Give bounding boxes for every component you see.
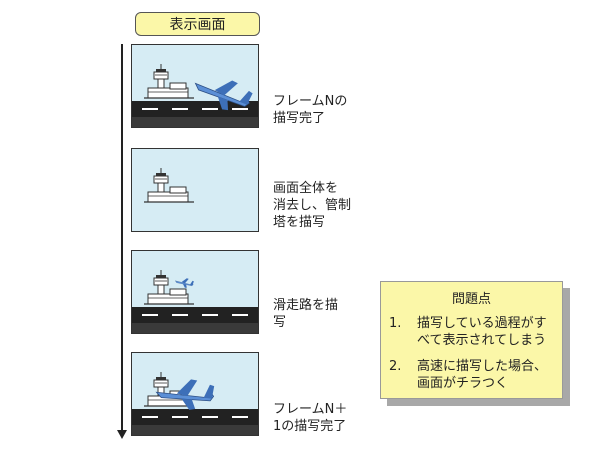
point-line: 画面がチラつく xyxy=(417,376,509,391)
point-line: べて表示されてしまう xyxy=(417,333,547,348)
point-number: 1. xyxy=(389,316,402,331)
frame-3-caption: 滑走路を描 写 xyxy=(273,297,338,331)
caption-line: 塔を描写 xyxy=(273,215,326,230)
problem-point-1: 1. 描写している過程がす べて表示されてしまう xyxy=(389,315,547,349)
caption-line: 1の描写完了 xyxy=(273,419,347,434)
point-number: 2. xyxy=(389,359,402,374)
frame-clear-and-draw-tower xyxy=(131,148,259,232)
frame-4-caption: フレームN＋ 1の描写完了 xyxy=(273,401,347,435)
display-screen-label: 表示画面 xyxy=(135,12,260,36)
display-screen-title: 表示画面 xyxy=(169,17,226,33)
frame-1-caption: フレームNの 描写完了 xyxy=(273,93,347,127)
time-axis-arrow-icon xyxy=(117,430,127,439)
problem-point-2: 2. 高速に描写した場合、 画面がチラつく xyxy=(389,358,547,392)
point-line: 高速に描写した場合、 xyxy=(417,359,548,374)
caption-line: 滑走路を描 xyxy=(273,298,339,313)
caption-line: 画面全体を xyxy=(273,181,339,196)
frame-draw-runway xyxy=(131,250,259,334)
caption-line: 消去し、管制 xyxy=(273,198,352,213)
point-line: 描写している過程がす xyxy=(417,316,547,331)
caption-line: 描写完了 xyxy=(273,111,326,126)
frame-n-plus-1-complete xyxy=(131,352,259,436)
caption-line: フレームN＋ xyxy=(273,402,348,417)
problem-note-title: 問題点 xyxy=(451,292,491,307)
frame-n-complete xyxy=(131,44,259,128)
time-axis-line xyxy=(121,44,123,434)
caption-line: フレームNの xyxy=(273,94,348,109)
frame-2-caption: 画面全体を 消去し、管制 塔を描写 xyxy=(273,180,351,231)
caption-line: 写 xyxy=(273,315,287,330)
problem-note: 問題点 1. 描写している過程がす べて表示されてしまう 2. 高速に描写した場… xyxy=(380,281,563,399)
